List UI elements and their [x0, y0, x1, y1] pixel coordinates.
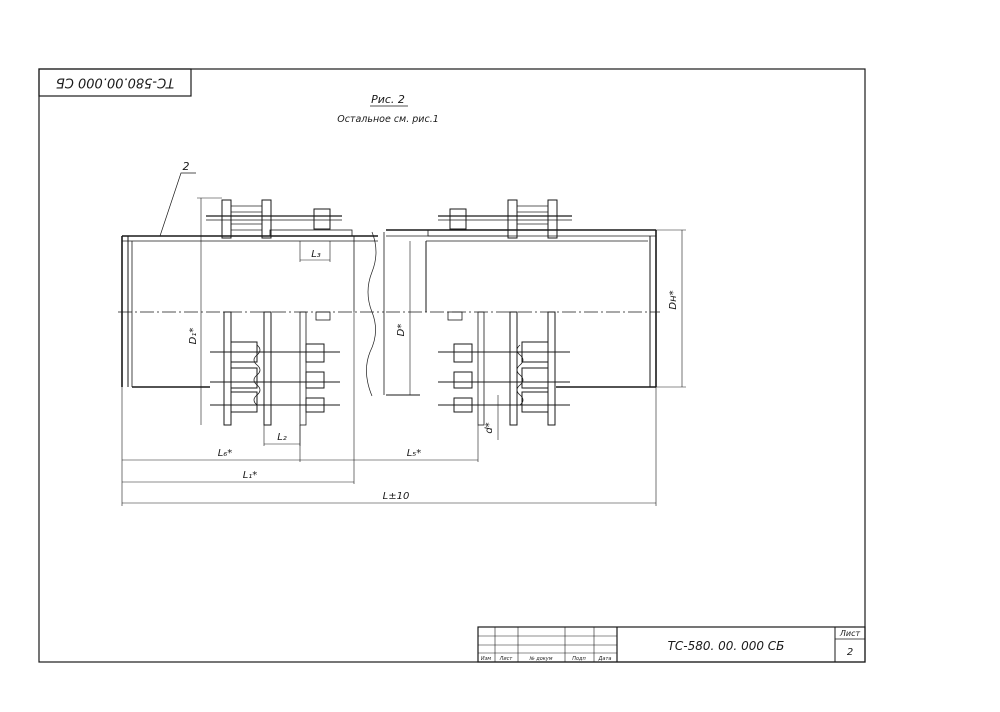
right-pipe: [386, 229, 660, 396]
dim-l1: L₁*: [122, 312, 355, 484]
left-lower-flange: [210, 311, 340, 426]
dim-l2-label: L₂: [277, 432, 287, 443]
tb-col-1: Лист: [499, 656, 514, 662]
left-pipe: [118, 235, 384, 388]
title-block: Изм Лист № докум Подп Дата ТС-580. 00. 0…: [477, 626, 866, 663]
dim-d: D*: [396, 241, 411, 395]
figure-title: Рис. 2: [371, 93, 405, 106]
right-lower-flange: [438, 311, 570, 426]
break-line: [366, 231, 377, 397]
dim-dn-label: Dн*: [668, 290, 679, 309]
tb-sheet-label: Лист: [839, 629, 861, 638]
left-upper-flange: [197, 197, 353, 239]
dim-l2: L₂: [263, 425, 301, 446]
tb-designation: ТС-580. 00. 000 СБ: [668, 639, 785, 653]
dim-l3-label: L₃: [311, 249, 321, 260]
tb-col-4: Дата: [598, 656, 612, 662]
dim-d-small: d*: [484, 395, 499, 440]
dim-l-label: L±10: [383, 491, 410, 502]
tb-col-0: Изм: [481, 656, 491, 662]
dim-d-label: D*: [396, 324, 407, 337]
dim-l1-label: L₁*: [243, 470, 258, 481]
dim-l3: L₃: [299, 241, 331, 262]
tb-col-3: Подп: [572, 656, 586, 662]
figure-note: Остальное см. рис.1: [337, 114, 439, 125]
dim-d1-label: D₁*: [188, 328, 199, 345]
dim-l5-label: L₅*: [407, 448, 422, 459]
dim-l-overall: L±10: [121, 387, 657, 506]
dim-d-small-label: d*: [484, 422, 495, 433]
stamp-text: ТС-580.00.000 СБ: [56, 75, 174, 90]
dim-l6-label: L₆*: [218, 448, 233, 459]
tb-sheet-number: 2: [847, 647, 853, 658]
dim-d1: D₁*: [188, 198, 202, 425]
stamp-box: [38, 68, 192, 97]
right-upper-flange: [427, 199, 572, 239]
tb-col-2: № докум: [528, 656, 552, 662]
dim-dn: Dн*: [656, 229, 686, 388]
sheet-frame: [38, 68, 866, 663]
dim-l6-l5: L₆* L₅*: [122, 425, 479, 462]
callout-leader: [159, 172, 196, 237]
callout-number: 2: [183, 160, 190, 173]
